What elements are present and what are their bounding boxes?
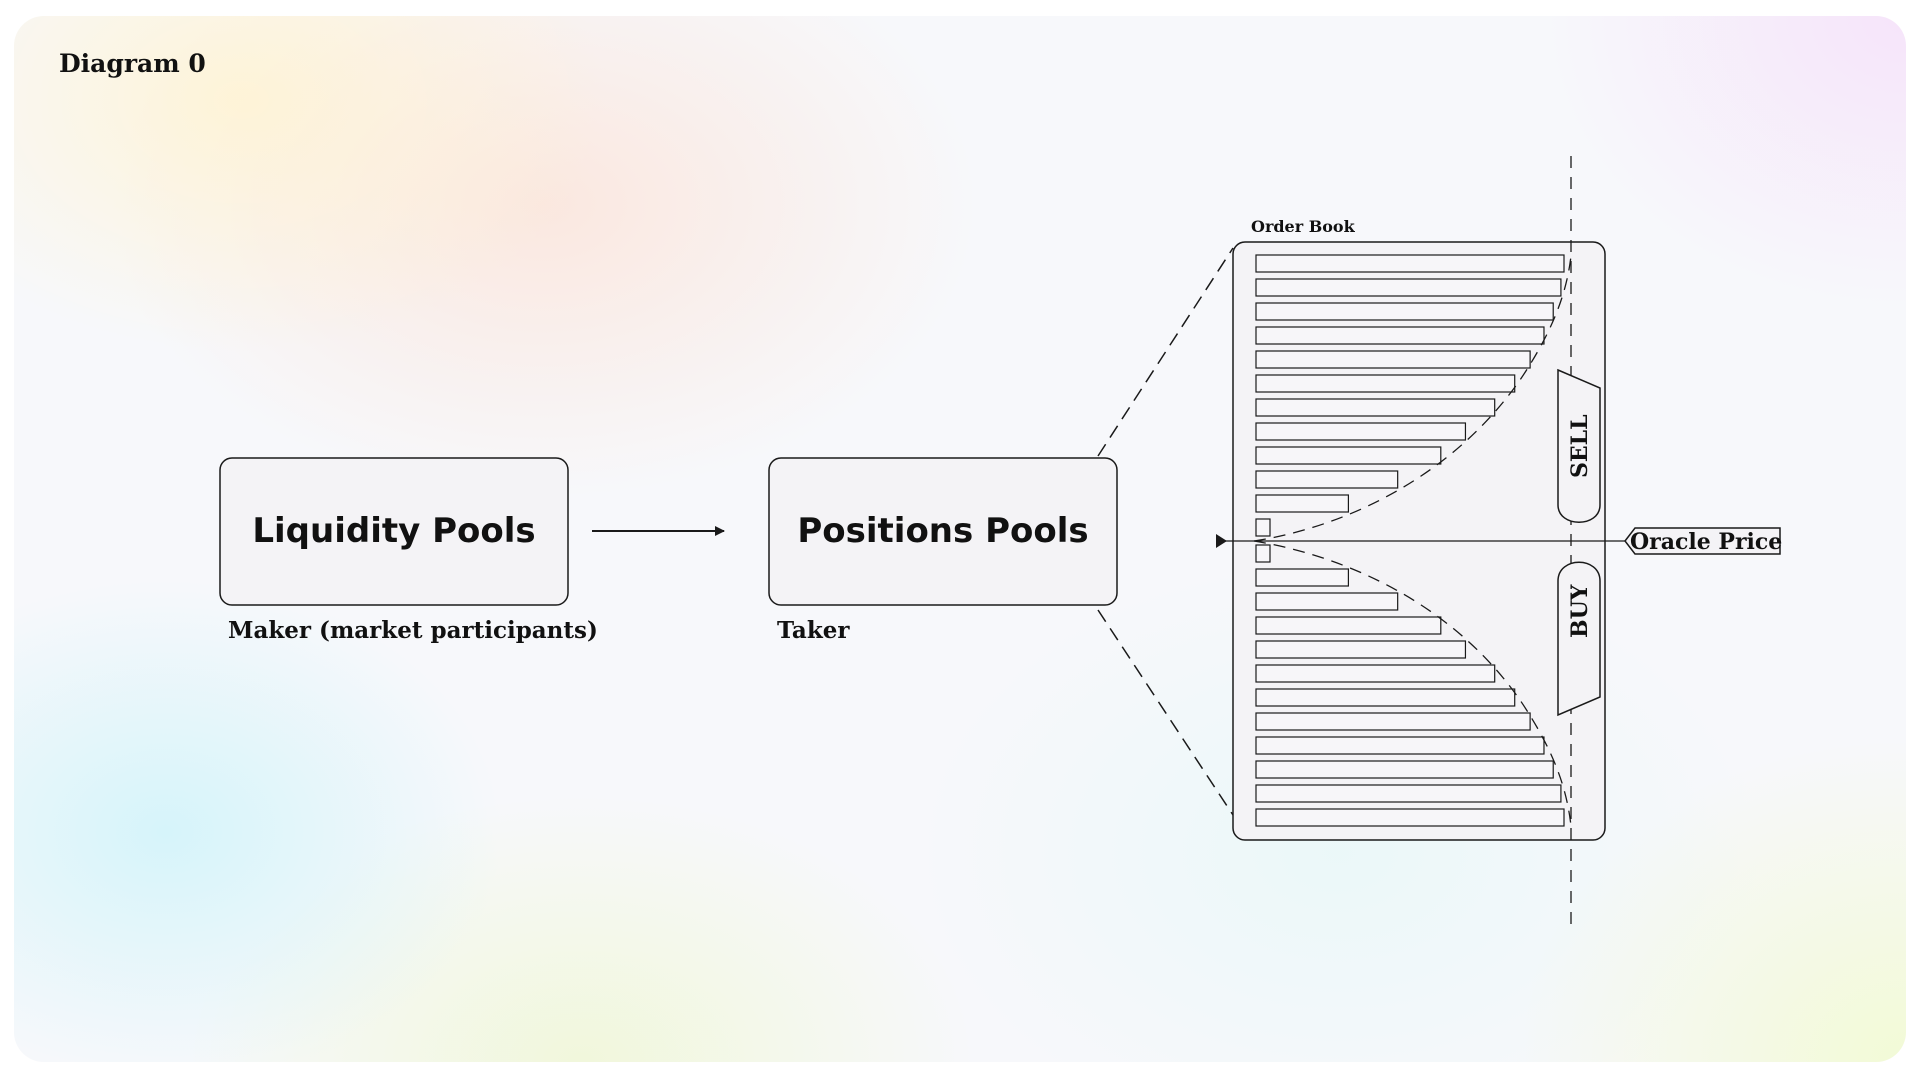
sell-order-bar [1255,446,1442,465]
buy-depth-curve [1253,540,1572,827]
sell-order-bar [1255,518,1271,537]
buy-tab-shape [1557,561,1601,717]
buy-order-bar [1255,640,1467,659]
buy-order-bar [1255,616,1442,635]
buy-order-bar [1255,760,1554,779]
diagram-title: Diagram 0 [59,49,206,78]
sell-label: SELL [1567,414,1593,478]
buy-order-bar [1255,592,1399,611]
liquidity-pools-box [219,457,569,606]
sell-order-bar [1255,374,1516,393]
sell-depth-curve [1253,255,1572,542]
buy-label: BUY [1567,584,1593,638]
sell-order-bar [1255,422,1467,441]
oracle-pointer-icon [1216,534,1227,548]
sell-tab[interactable]: SELL [1557,368,1601,523]
buy-order-bar [1255,664,1496,683]
sell-order-bar [1255,278,1562,297]
oracle-price-label: Oracle Price [1630,529,1782,555]
buy-order-bar [1255,736,1545,755]
oracle-price-tag [1624,527,1781,555]
buy-order-bars [1255,544,1565,827]
buy-tab[interactable]: BUY [1557,561,1601,717]
liquidity-pools-label: Liquidity Pools [252,511,535,551]
sell-order-bars [1255,254,1565,537]
sell-order-bar [1255,254,1565,273]
buy-order-bar [1255,688,1516,707]
buy-order-bar [1255,568,1350,587]
zoom-connector-top [1097,247,1234,457]
zoom-connector-bottom [1097,609,1234,816]
liquidity-pools-node[interactable]: Liquidity Pools [219,457,569,606]
sell-tab-shape [1557,368,1601,523]
sell-order-bar [1255,470,1399,489]
buy-order-bar [1255,784,1562,803]
positions-pools-box [768,457,1118,606]
positions-pools-label: Positions Pools [797,511,1088,551]
sell-order-bar [1255,326,1545,345]
buy-order-bar [1255,712,1531,731]
positions-pools-node[interactable]: Positions Pools [768,457,1118,606]
sell-order-bar [1255,494,1350,513]
sell-order-bar [1255,302,1554,321]
maker-caption: Maker (market participants) [228,617,598,644]
taker-caption: Taker [777,617,850,644]
buy-order-bar [1255,808,1565,827]
buy-order-bar [1255,544,1271,563]
order-book-title: Order Book [1251,217,1356,236]
sell-order-bar [1255,398,1496,417]
sell-order-bar [1255,350,1531,369]
